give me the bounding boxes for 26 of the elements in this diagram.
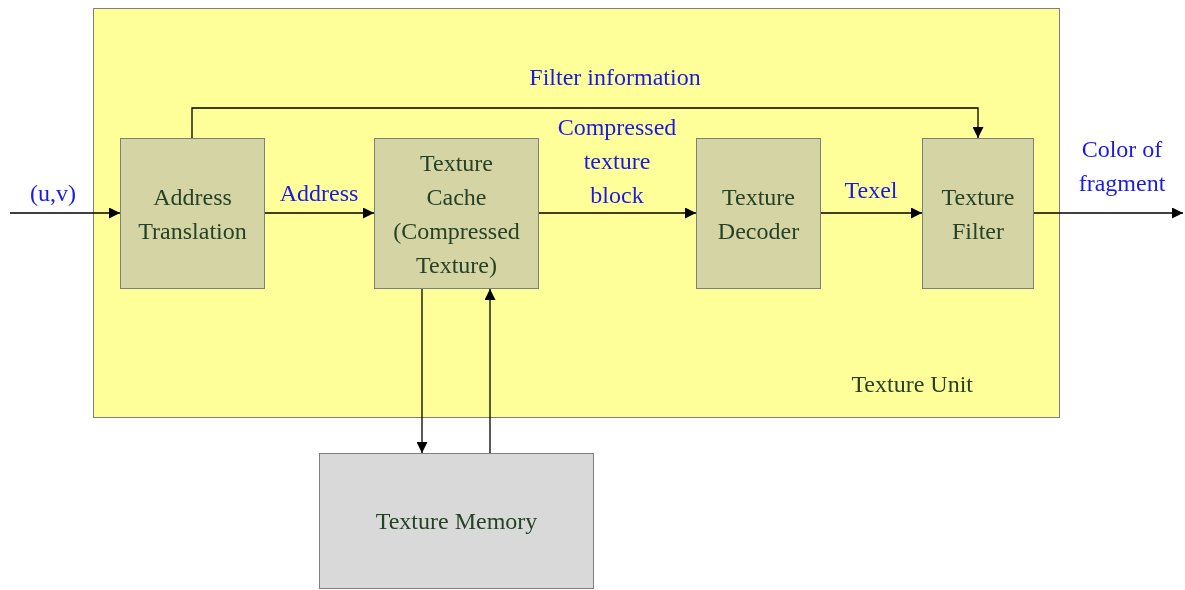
arrow [538,207,697,219]
process-box [374,138,539,289]
group-label: Texture Unit [851,370,973,399]
box-label: Texture Decoder [716,182,801,246]
arrow [820,207,923,219]
group-box [93,8,1060,418]
arrow [416,288,428,454]
edge-label: Filter information [528,63,702,92]
process-box [120,138,265,289]
edge-label: Address [278,179,360,208]
process-box [696,138,821,289]
arrow [191,107,984,139]
box-label: Texture Filter [940,182,1016,246]
edge-label: Texel [843,176,899,205]
edge-label: (u,v) [29,179,77,208]
arrow [9,207,121,219]
box-label: Address Translation [137,182,248,246]
edge-label: Color of fragment [1077,135,1167,198]
box-label: Texture Cache (Compressed Texture) [392,148,521,280]
arrow [484,288,496,454]
arrow [264,207,375,219]
edge-label: Compressed texture block [556,113,678,210]
arrow [1033,207,1184,219]
box-label: Texture Memory [375,507,538,536]
memory-box [319,453,594,589]
process-box [922,138,1034,289]
